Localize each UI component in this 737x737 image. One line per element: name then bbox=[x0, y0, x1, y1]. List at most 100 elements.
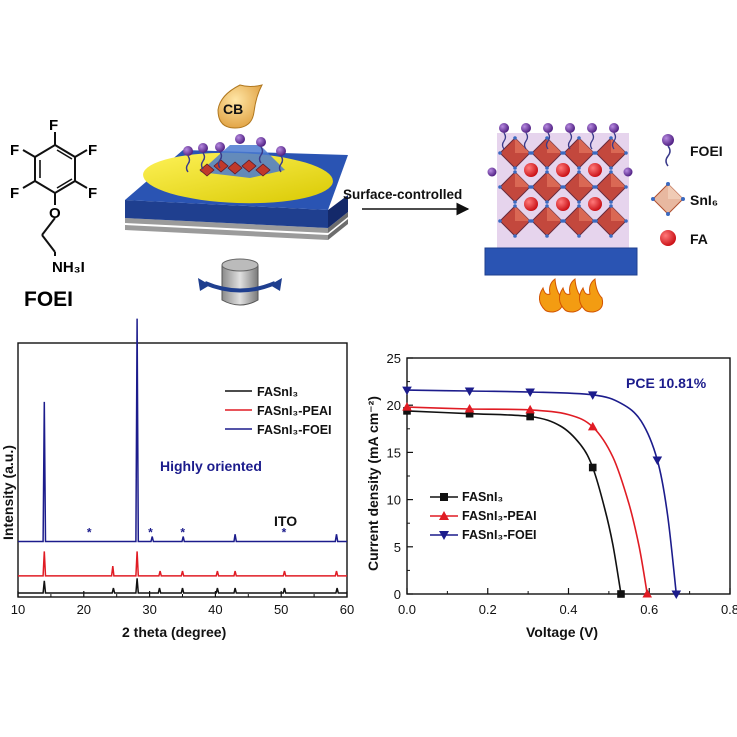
iodide-site bbox=[577, 170, 581, 174]
jv-y-tick-label: 25 bbox=[387, 351, 401, 366]
drop-label: CB bbox=[223, 101, 243, 117]
ito-marker: * bbox=[87, 526, 92, 540]
iodide-site bbox=[577, 234, 581, 238]
jv-y-tick-label: 5 bbox=[394, 540, 401, 555]
jv-x-tick-label: 0.4 bbox=[559, 602, 577, 617]
xrd-x-tick-label: 60 bbox=[340, 602, 354, 617]
xrd-x-tick-label: 10 bbox=[11, 602, 25, 617]
perovskite-film bbox=[484, 123, 638, 313]
iodide-site bbox=[624, 219, 628, 223]
fa-cation bbox=[524, 163, 538, 177]
iodide-site bbox=[513, 200, 517, 204]
foei-molecule-icon bbox=[662, 134, 674, 167]
fa-cation bbox=[524, 197, 538, 211]
iodide-site bbox=[577, 166, 581, 170]
iodide-site bbox=[545, 204, 549, 208]
iodide-site bbox=[594, 185, 598, 189]
iodide-site bbox=[545, 200, 549, 204]
sni6-octahedron-face bbox=[515, 172, 530, 187]
heat-flames-icon bbox=[539, 278, 604, 313]
iodide-site bbox=[624, 185, 628, 189]
xrd-trace bbox=[18, 318, 347, 543]
jv-pce-annotation: PCE 10.81% bbox=[626, 375, 707, 391]
xrd-legend: FASnI₃ FASnI₃-PEAI FASnI₃-FOEI bbox=[225, 385, 332, 437]
rotation-arrow-icon bbox=[198, 278, 282, 293]
iodide-site bbox=[594, 219, 598, 223]
iodide-site bbox=[498, 151, 502, 155]
xrd-annotation-oriented: Highly oriented bbox=[160, 458, 262, 474]
jv-x-tick-label: 0.0 bbox=[398, 602, 416, 617]
jv-y-tick-label: 15 bbox=[387, 445, 401, 460]
sni6-octahedron-face bbox=[611, 206, 626, 221]
oxygen-label: O bbox=[49, 205, 61, 222]
foei-on-film bbox=[183, 134, 286, 173]
jv-marker bbox=[465, 409, 474, 418]
xrd-x-axis-label: 2 theta (degree) bbox=[122, 624, 226, 640]
iodide-site bbox=[577, 136, 581, 140]
process-arrow-label: Surface-controlled bbox=[343, 187, 462, 202]
fa-cations bbox=[524, 163, 602, 211]
sni6-octahedron-face bbox=[515, 138, 530, 153]
fa-cation bbox=[556, 163, 570, 177]
sni6-octahedron-face bbox=[579, 172, 594, 187]
xrd-legend-item-foei: FASnI₃-FOEI bbox=[257, 423, 332, 437]
iodide-site bbox=[530, 185, 534, 189]
fluorine-left-lower-label: F bbox=[10, 185, 19, 202]
jv-legend-item-peai: FASnI₃-PEAI bbox=[462, 509, 537, 523]
foei-chain bbox=[589, 132, 595, 150]
fluorine-top-label: F bbox=[49, 117, 58, 134]
iodide-site bbox=[609, 200, 613, 204]
xrd-legend-item-fasni3: FASnI₃ bbox=[257, 385, 298, 399]
iodide-site bbox=[545, 170, 549, 174]
iodide-site bbox=[577, 200, 581, 204]
jv-y-tick-label: 20 bbox=[387, 398, 401, 413]
sni6-octahedron-face bbox=[611, 138, 626, 153]
spin-coating-substrate: CB bbox=[125, 84, 348, 306]
iodide-site bbox=[513, 166, 517, 170]
jv-marker bbox=[671, 590, 682, 599]
fluorine-right-upper-label: F bbox=[88, 142, 97, 159]
jv-marker bbox=[403, 407, 411, 415]
iodide-site bbox=[545, 136, 549, 140]
iodide-site bbox=[562, 185, 566, 189]
jv-y-tick-label: 10 bbox=[387, 493, 401, 508]
jv-curves bbox=[402, 386, 682, 599]
jv-marker bbox=[464, 387, 475, 397]
iodide-site bbox=[562, 151, 566, 155]
jv-marker bbox=[587, 421, 598, 431]
sni6-octahedron-icon bbox=[651, 182, 685, 216]
iodide-site bbox=[624, 151, 628, 155]
foei-chain bbox=[545, 132, 551, 150]
iodide-site bbox=[498, 219, 502, 223]
xrd-annotation-ito: ITO bbox=[274, 513, 297, 529]
jv-marker bbox=[464, 403, 475, 413]
jv-marker bbox=[588, 463, 597, 472]
process-arrow: Surface-controlled bbox=[343, 187, 470, 216]
fluorine-right-lower-label: F bbox=[88, 185, 97, 202]
iodide-site bbox=[513, 204, 517, 208]
legend-fa-label: FA bbox=[690, 231, 708, 247]
legend-foei-label: FOEI bbox=[690, 143, 723, 159]
jv-x-tick-label: 0.6 bbox=[640, 602, 658, 617]
foei-molecule bbox=[587, 123, 597, 133]
iodide-site bbox=[562, 219, 566, 223]
jv-legend: FASnI₃ FASnI₃-PEAI FASnI₃-FOEI bbox=[430, 490, 537, 542]
fa-cation bbox=[556, 197, 570, 211]
xrd-y-axis-label: Intensity (a.u.) bbox=[0, 445, 16, 540]
jv-marker bbox=[402, 386, 412, 396]
jv-marker bbox=[525, 388, 535, 397]
molecule-name: FOEI bbox=[24, 288, 73, 311]
iodide-site bbox=[594, 151, 598, 155]
foei-molecule bbox=[623, 167, 633, 177]
iodide-site bbox=[513, 136, 517, 140]
xrd-trace bbox=[18, 551, 347, 577]
jv-y-axis-label: Current density (mA cm⁻²) bbox=[365, 396, 381, 571]
sni6-octahedron-face bbox=[579, 206, 594, 221]
xrd-x-tick-label: 40 bbox=[208, 602, 222, 617]
foei-molecule bbox=[521, 123, 531, 133]
foei-molecule bbox=[543, 123, 553, 133]
jv-x-axis-label: Voltage (V) bbox=[526, 624, 598, 640]
foei-chain bbox=[611, 132, 617, 150]
